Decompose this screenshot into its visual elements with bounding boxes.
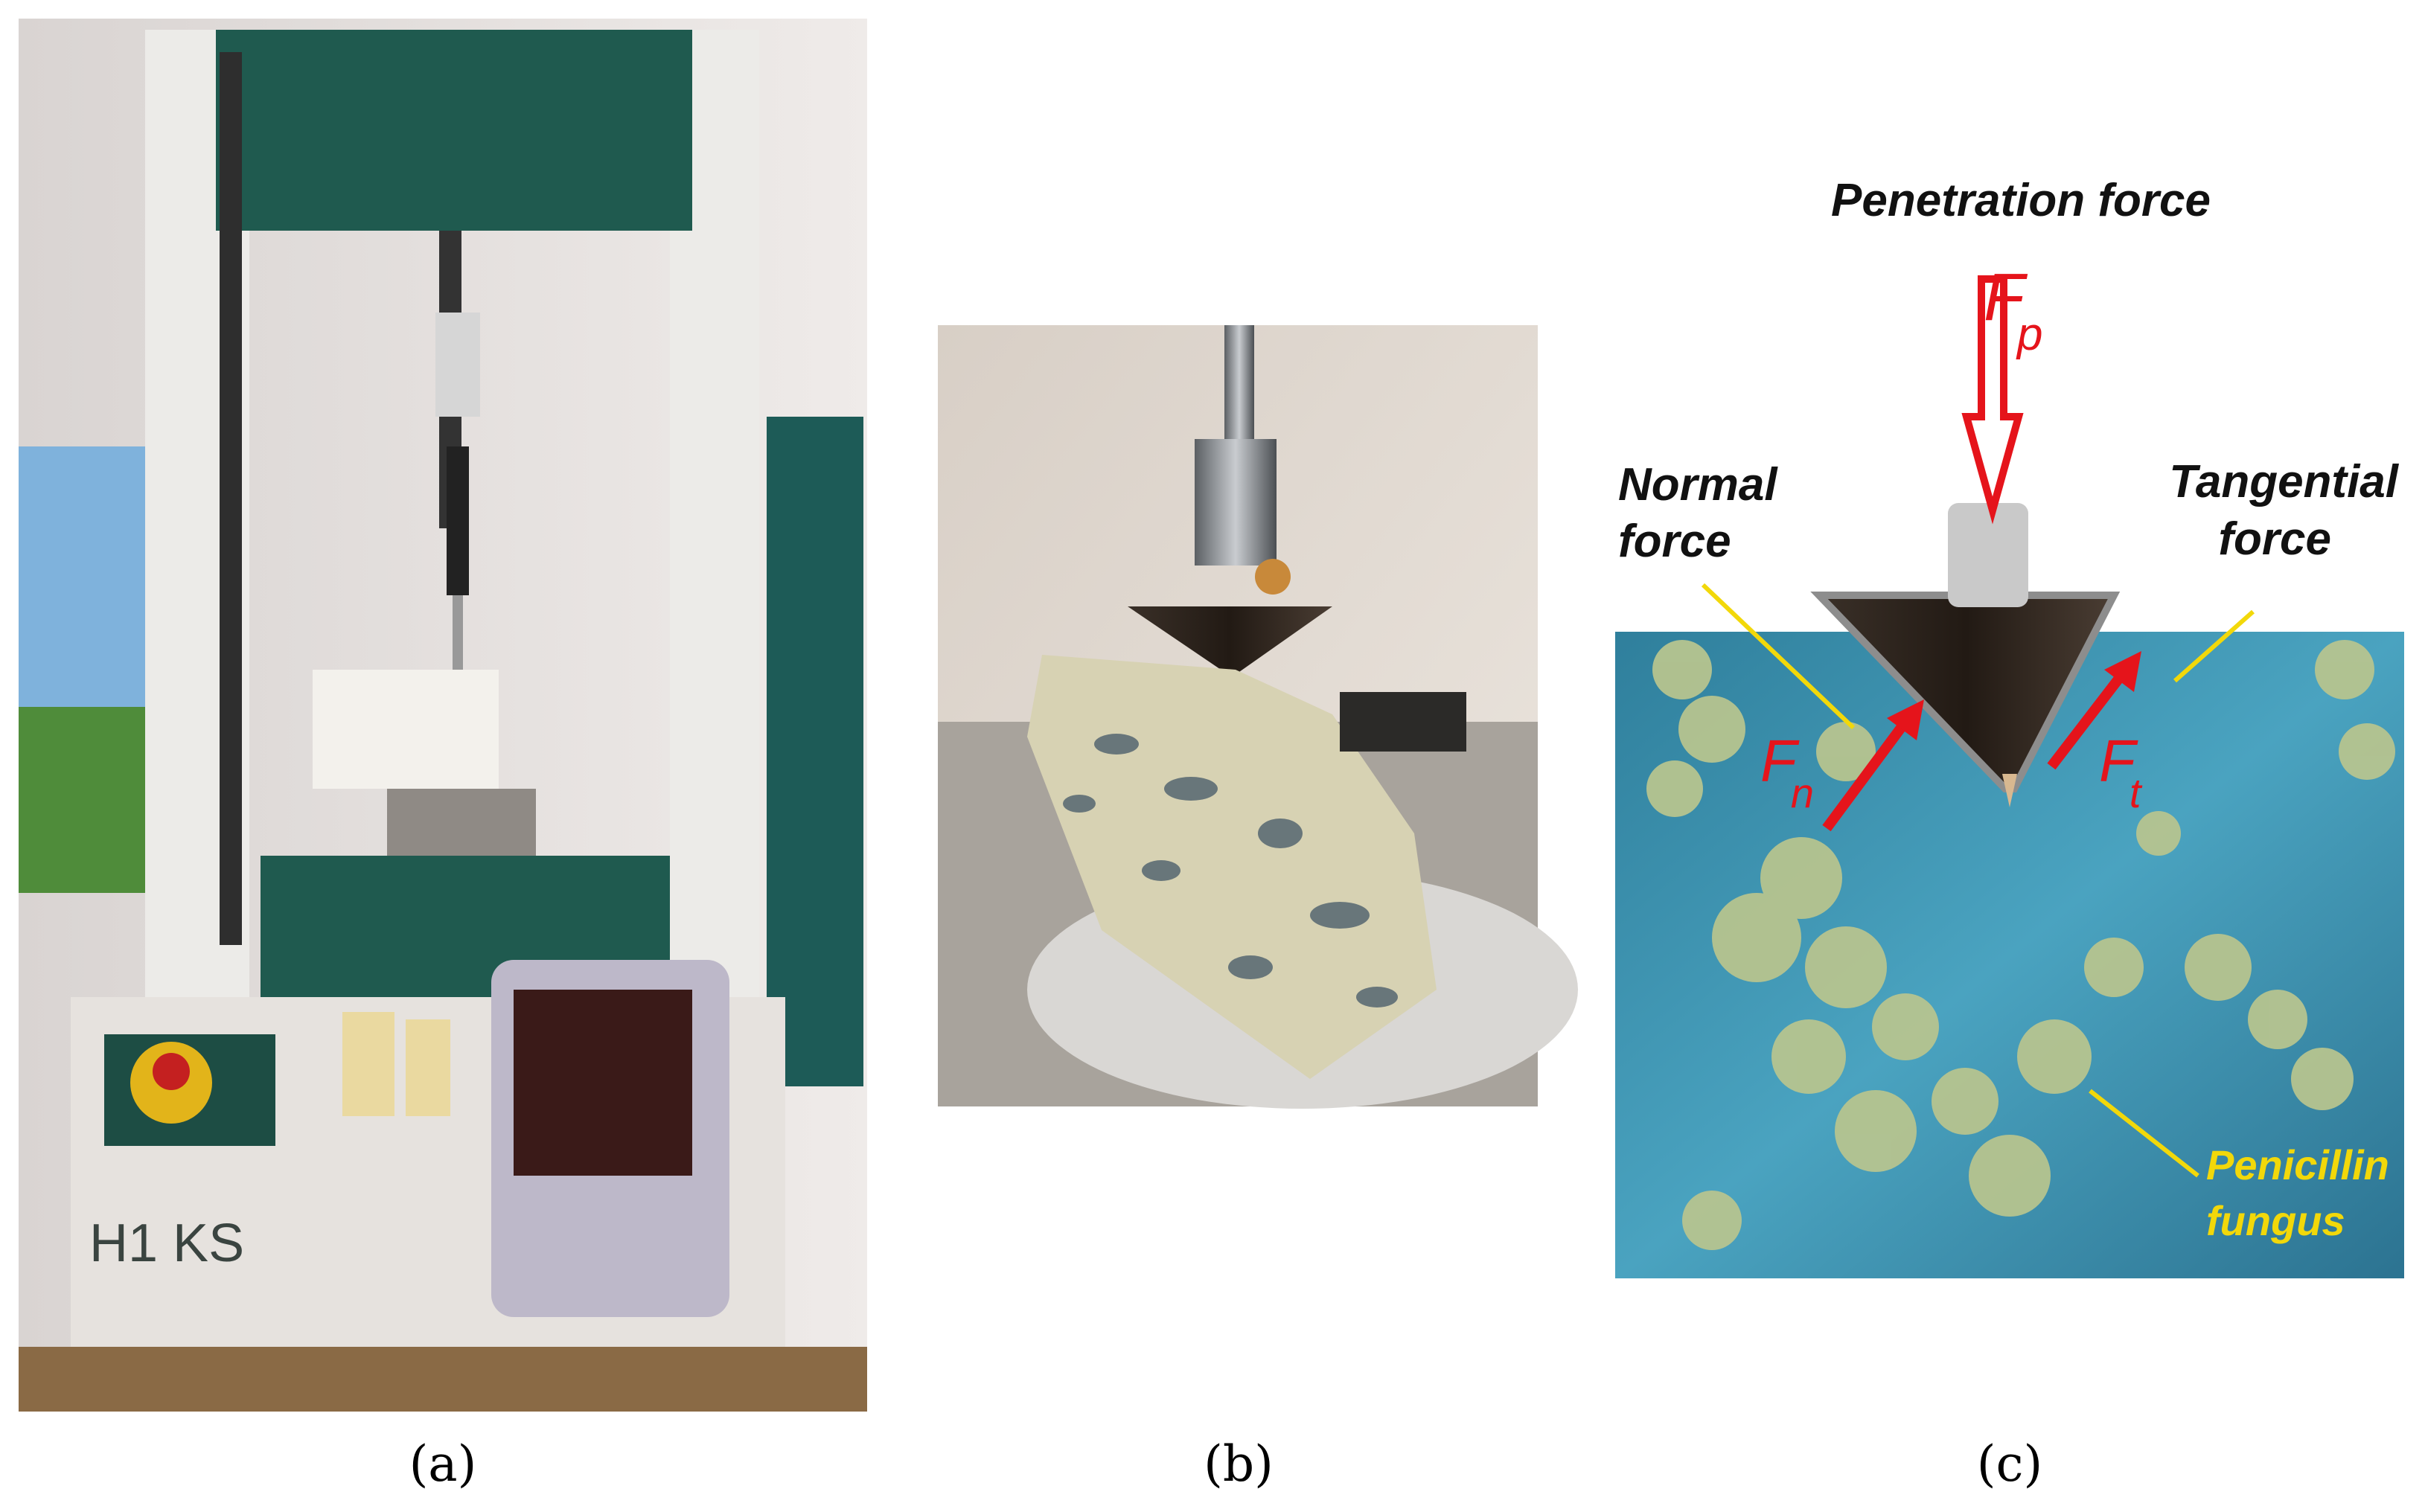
normal-force-label-line1: Normal [1618, 459, 1778, 510]
ft-symbol: Ft [2099, 728, 2143, 816]
machine-crossbar [216, 30, 692, 231]
fungus-label-line2: fungus [2206, 1197, 2345, 1244]
penetration-force-arrow [1961, 275, 2024, 525]
tangential-force-arrow [2047, 670, 2127, 770]
probe-holder [1948, 503, 2028, 607]
machine-plate-text: H1 KS [89, 1214, 244, 1273]
spore-clusters [1646, 640, 2395, 1250]
probe-rod [1224, 325, 1254, 459]
fn-symbol: Fn [1760, 728, 1814, 816]
normal-force-arrow [1822, 718, 1910, 832]
fp-symbol: Fp [1984, 260, 2042, 360]
panel-a-photo: H1 KS [19, 19, 867, 1412]
panel-b-label: (b) [1204, 1435, 1274, 1493]
penetration-force-label: Penetration force [1831, 175, 2211, 226]
panel-c-label: (c) [1977, 1435, 2042, 1493]
panel-a-label: (a) [409, 1435, 477, 1493]
probe-cone [1128, 606, 1332, 677]
normal-force-label-line2: force [1618, 516, 1731, 567]
panel-c-diagram [1615, 275, 2404, 1278]
leader-lines [1701, 583, 2255, 1178]
tangential-force-label-line2: force [2218, 513, 2331, 565]
panel-b-photo [938, 325, 1578, 1109]
fungus-label-line1: Penicillin [2206, 1141, 2389, 1188]
tangential-force-label-line1: Tangential [2169, 456, 2400, 507]
cheese-wedge [1027, 655, 1437, 1079]
